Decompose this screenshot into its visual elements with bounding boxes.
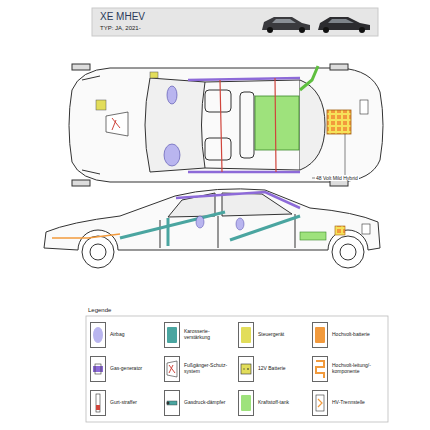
legend-text: Karosserie-verstärkung	[184, 329, 228, 341]
swatch-fill	[315, 327, 325, 343]
callout-label: 48 Volt Mild Hybrid	[315, 175, 359, 181]
legend-text: Airbag	[110, 332, 154, 338]
swatch-fill	[93, 327, 103, 343]
legend-text: Gurt-straffer	[110, 400, 154, 406]
legend-text: Hochvolt-leitung/-komponente	[332, 363, 376, 375]
legend-swatch	[164, 322, 180, 348]
legend-swatch	[90, 390, 106, 416]
legend-text: Gas-generator	[110, 366, 154, 372]
legend-icon	[165, 357, 179, 381]
legend-text: Hochvolt-batterie	[332, 332, 376, 338]
car-photos	[262, 17, 370, 33]
swatch-fill	[241, 395, 251, 411]
legend-text: 12V Batterie	[258, 366, 302, 372]
swatch-fill	[167, 327, 177, 343]
swatch-fill	[241, 327, 251, 343]
legend-text: Fußgänger-Schutz-system	[184, 363, 228, 375]
legend-swatch	[90, 356, 106, 382]
legend-entry: Airbag	[90, 320, 154, 350]
sheet-title: XE MHEV	[100, 11, 145, 22]
legend-entry: Gas-generator	[90, 354, 154, 384]
legend-text: Gasdruck-dämpfer	[184, 400, 228, 406]
legend-swatch	[238, 322, 254, 348]
legend-entry: Kraftstoff-tank	[238, 388, 302, 418]
legend-entry: Karosserie-verstärkung	[164, 320, 228, 350]
legend-swatch	[312, 390, 328, 416]
header-bar	[92, 8, 378, 36]
top-components	[96, 66, 368, 172]
legend-entry: Gurt-straffer	[90, 388, 154, 418]
legend-entry: Fußgänger-Schutz-system	[164, 354, 228, 384]
side-components	[52, 192, 370, 246]
legend-swatch	[238, 390, 254, 416]
legend-entry: HV-Trennstelle	[312, 388, 376, 418]
car-side-view	[44, 189, 380, 268]
leader-line	[312, 134, 345, 178]
type-label: TYP: JA, 2021-	[100, 25, 141, 31]
legend-swatch	[238, 356, 254, 382]
legend-entry: Steuergerät	[238, 320, 302, 350]
legend-icon	[313, 391, 327, 415]
legend-icon	[165, 391, 179, 415]
legend-entry: 12V Batterie	[238, 354, 302, 384]
legend-icon	[91, 391, 105, 415]
legend-swatch	[164, 390, 180, 416]
legend-swatch	[164, 356, 180, 382]
legend-swatch	[312, 356, 328, 382]
legend-swatch	[90, 322, 106, 348]
legend-text: HV-Trennstelle	[332, 400, 376, 406]
legend-text: Kraftstoff-tank	[258, 400, 302, 406]
legend-icon	[313, 357, 327, 381]
legend-frame	[86, 316, 388, 422]
legend-text: Steuergerät	[258, 332, 302, 338]
legend-entry: Gasdruck-dämpfer	[164, 388, 228, 418]
car-top-view	[69, 64, 383, 186]
legend-icon	[239, 357, 253, 381]
legend-entry: Hochvolt-leitung/-komponente	[312, 354, 376, 384]
legend-swatch	[312, 322, 328, 348]
legend-heading: Legende	[88, 307, 111, 313]
legend-icon	[91, 357, 105, 381]
legend-entry: Hochvolt-batterie	[312, 320, 376, 350]
